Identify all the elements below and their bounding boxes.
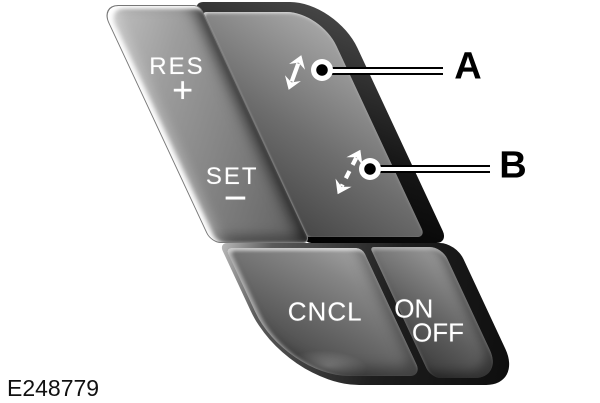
callout-a-line xyxy=(322,67,443,75)
callout-a-label: A xyxy=(454,45,482,88)
cncl-label: CNCL xyxy=(287,296,363,327)
callout-b-label: B xyxy=(499,144,527,187)
callout-b-line xyxy=(370,165,490,173)
lower-button-panel: CNCL ON OFF xyxy=(219,243,523,385)
callout-b-marker xyxy=(359,158,381,180)
dashed-double-arrow-icon xyxy=(335,149,363,195)
solid-double-arrow-icon xyxy=(284,55,306,90)
off-label: OFF xyxy=(411,317,464,348)
figure-code: E248779 xyxy=(7,375,100,401)
minus-symbol: − xyxy=(223,176,248,221)
callout-a-marker xyxy=(311,59,333,81)
plus-symbol: + xyxy=(172,69,194,110)
